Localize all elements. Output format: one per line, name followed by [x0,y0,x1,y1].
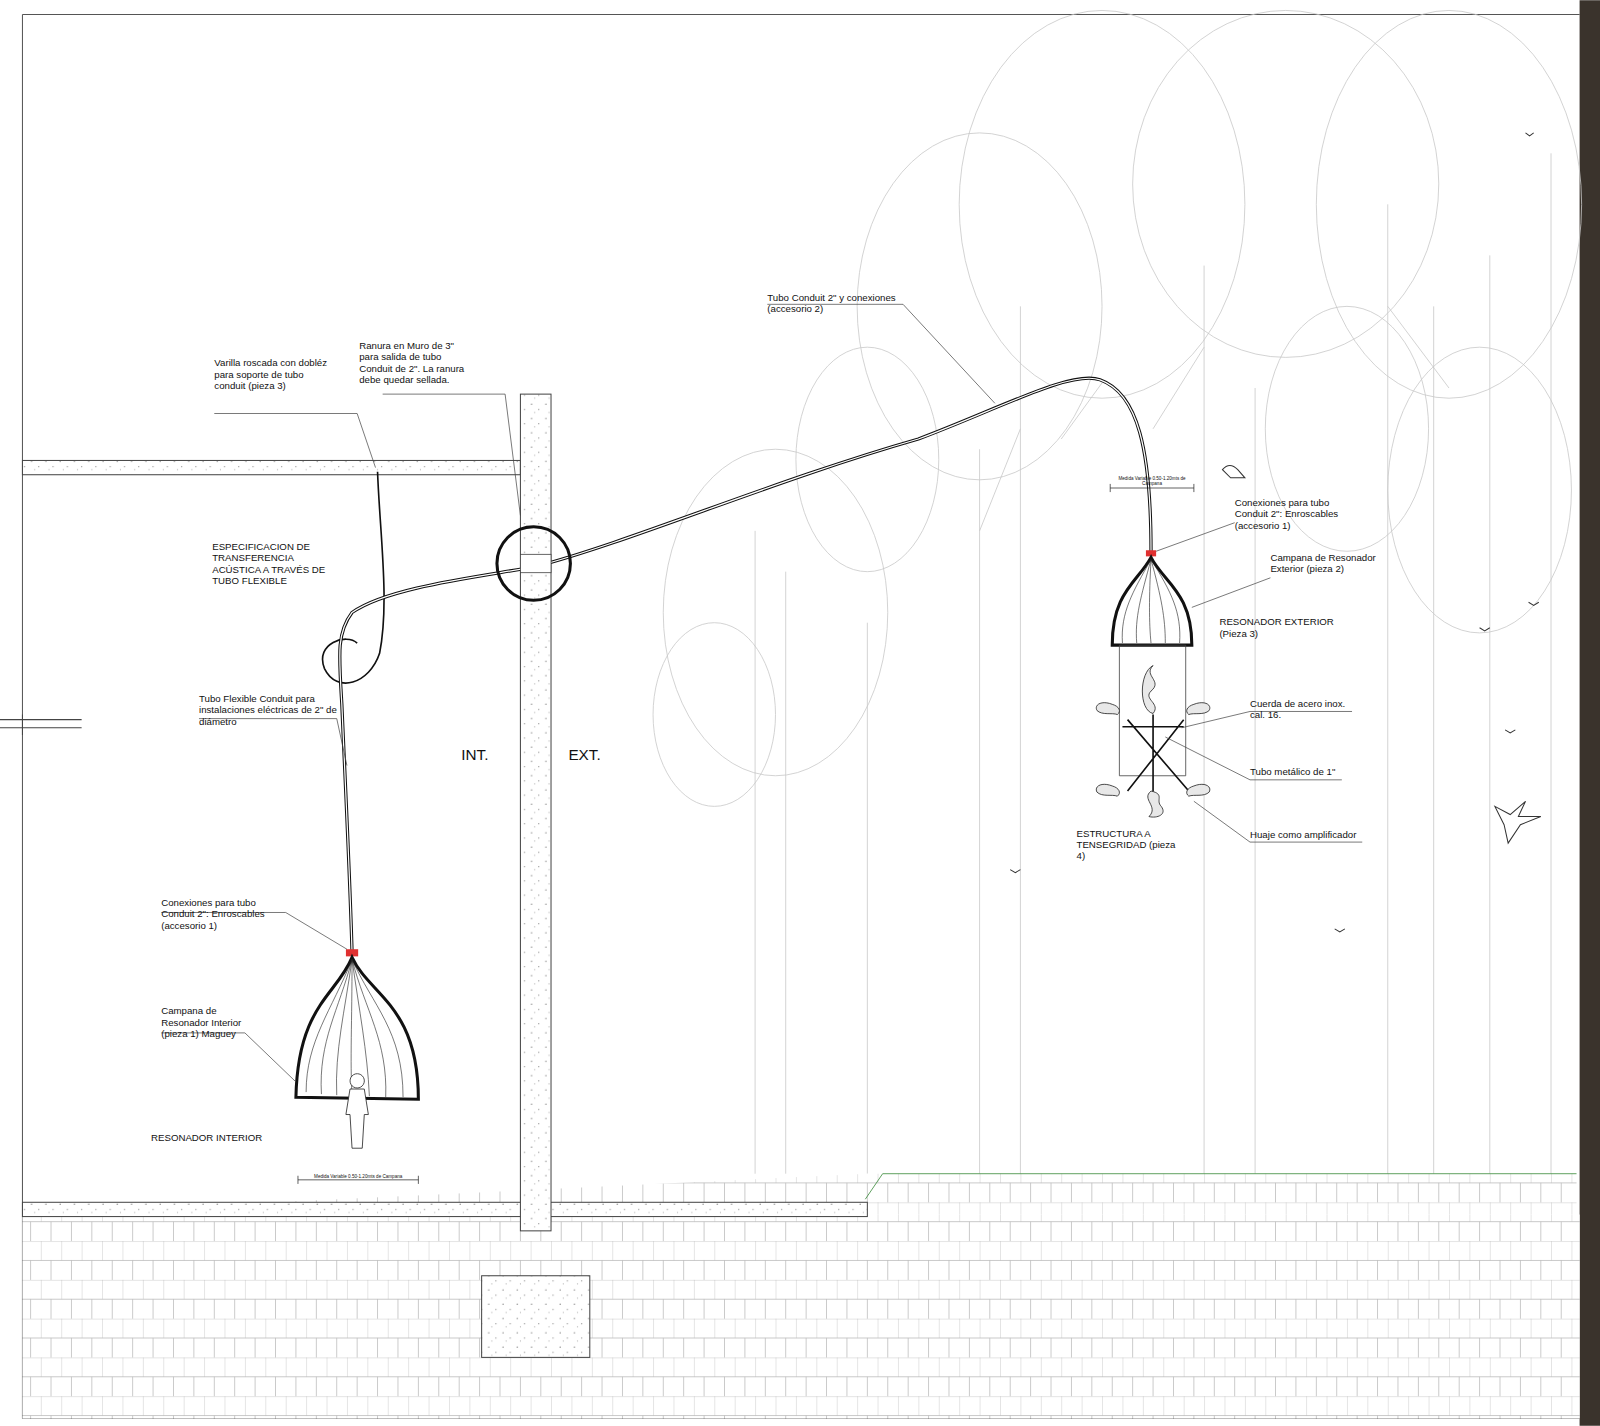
part-label: Varilla roscada con dobléz para soporte … [214,357,328,391]
part-label: Cuerda de acero inox. cal. 16. [1250,698,1362,721]
part-label: Tubo metálico de 1" [1250,766,1362,777]
side-label: INT. [461,746,502,764]
part-title: RESONADOR EXTERIOR (Pieza 3) [1219,616,1352,639]
note-label: Ranura en Muro de 3" para salida de tubo… [359,340,473,386]
part-label: Campana de Resonador Exterior (pieza 2) [1270,552,1392,575]
part-title: RESONADOR INTERIOR [151,1132,294,1143]
dimension-label: Medida Variable 0.50-1.20mts de Campana [1110,476,1194,487]
part-label: Campana de Resonador Interior (pieza 1) … [161,1005,263,1039]
part-label: Tubo Flexible Conduit para instalaciones… [199,693,352,727]
part-label: Huaje como amplificador [1250,829,1383,840]
title-note: ESPECIFICACION DE TRANSFERENCIA ACÚSTICA… [212,541,337,587]
part-title: ESTRUCTURA A TENSEGRIDAD (pieza 4) [1077,828,1179,862]
side-label: EXT. [568,746,609,764]
part-label: Conexiones para tubo Conduit 2": Enrosca… [161,897,283,931]
part-label: Conexiones para tubo Conduit 2": Enrosca… [1235,497,1357,531]
note-label: Tubo Conduit 2" y conexiones (accesorio … [767,292,910,315]
dimension-label: Medida Variable 0.50-1.20mts de Campana [298,1174,418,1179]
